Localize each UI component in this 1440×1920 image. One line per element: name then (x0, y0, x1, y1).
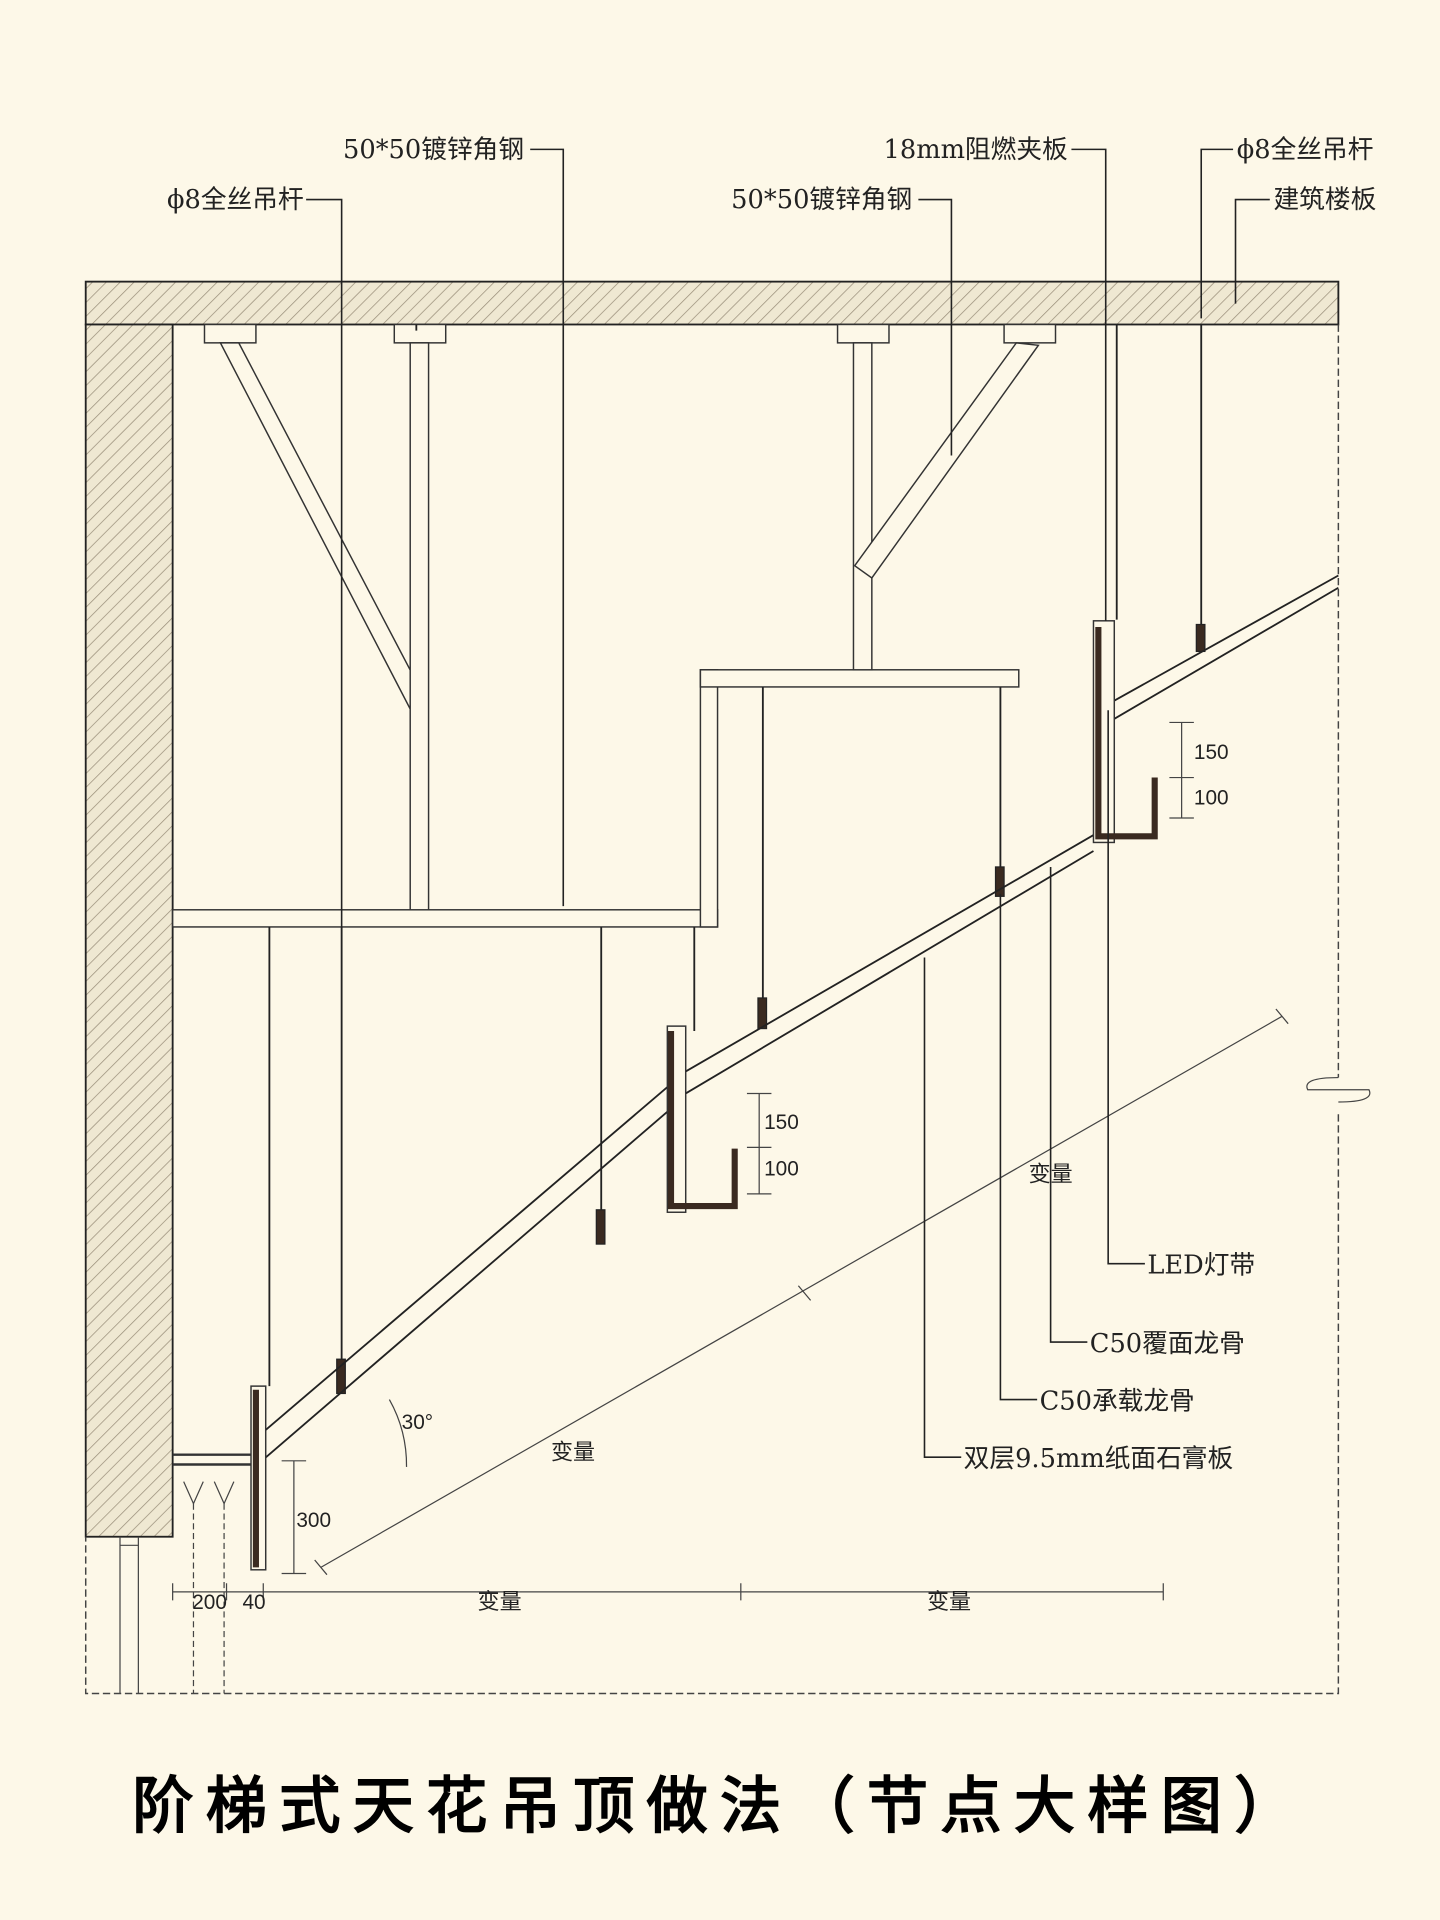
label-angle-steel-right: 50*50镀锌角钢 (731, 185, 912, 215)
drawing-title: 阶梯式天花吊顶做法（节点大样图） (132, 1771, 1307, 1842)
step-dims (172, 721, 1289, 1601)
dim-variable-1: 变量 (478, 1590, 522, 1615)
sloped-ceiling (250, 574, 1339, 1461)
floor-slab (84, 280, 1340, 326)
dim-variable-2: 变量 (927, 1590, 971, 1615)
label-c50-cover: C50覆面龙骨 (1090, 1329, 1245, 1359)
dim-angle: 30° (402, 1411, 433, 1434)
boundary-dashed (84, 324, 1340, 1695)
label-c50-main: C50承载龙骨 (1040, 1386, 1195, 1416)
label-floor-slab: 建筑楼板 (1273, 185, 1376, 215)
label-rod-left: ϕ8全丝吊杆 (167, 185, 304, 215)
dim-40: 40 (242, 1591, 265, 1614)
dim-200: 200 (192, 1591, 227, 1614)
dim-upper-150: 150 (1194, 741, 1229, 764)
dim-300: 300 (296, 1509, 331, 1532)
label-fire-board: 18mm阻燃夹板 (883, 135, 1067, 165)
step-fascia (172, 620, 1158, 1571)
hanger-rods (268, 324, 1203, 1387)
label-rod-right: ϕ8全丝吊杆 (1237, 135, 1374, 165)
left-wall (84, 323, 174, 1538)
curtain-track (183, 1481, 235, 1694)
dim-lower-100: 100 (764, 1158, 799, 1181)
label-angle-steel-left: 50*50镀锌角钢 (343, 135, 524, 165)
dim-variable-slope-lower: 变量 (551, 1441, 595, 1466)
left-steel-frame (171, 323, 1057, 928)
leader-lines (306, 148, 1270, 1458)
label-gypsum-board: 双层9.5mm纸面石膏板 (964, 1444, 1234, 1474)
wall-bottom-lines (119, 1536, 139, 1694)
dim-upper-100: 100 (1194, 786, 1229, 809)
label-led-strip: LED灯带 (1147, 1250, 1255, 1280)
break-symbol (1306, 1076, 1371, 1103)
dim-lower-150: 150 (764, 1111, 799, 1134)
hanger-clips (336, 623, 1206, 1395)
